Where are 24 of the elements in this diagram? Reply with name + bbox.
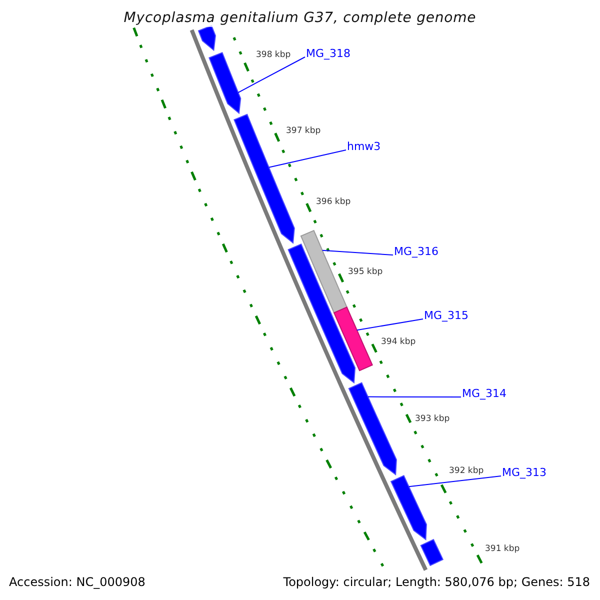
- gene-bar: [300, 230, 348, 314]
- scale-label: 395 kbp: [348, 267, 383, 277]
- gene-bar: [333, 306, 373, 372]
- gene-block: [208, 52, 242, 114]
- scale-label: 397 kbp: [286, 126, 321, 136]
- gene-label: MG_313: [502, 466, 547, 479]
- accession-text: Accession: NC_000908: [7, 574, 148, 590]
- gene-block: [348, 382, 397, 476]
- gene-block: [420, 539, 444, 566]
- leader-line: [356, 318, 424, 331]
- leader-line: [268, 150, 346, 168]
- gene-block: [198, 25, 216, 52]
- leader-line: [367, 396, 462, 398]
- gene-block: [390, 474, 427, 540]
- gene-label: MG_314: [462, 387, 507, 400]
- scale-label: 396 kbp: [316, 197, 351, 207]
- gene-label: MG_315: [424, 309, 469, 322]
- gene-label: MG_316: [394, 245, 439, 258]
- leader-line: [238, 56, 306, 93]
- genome-info-text: Topology: circular; Length: 580,076 bp; Genes: 518: [281, 574, 592, 590]
- gene-label: hmw3: [347, 140, 381, 153]
- gene-label: MG_318: [306, 47, 351, 60]
- scale-label: 391 kbp: [485, 544, 520, 554]
- leader-line: [408, 476, 502, 488]
